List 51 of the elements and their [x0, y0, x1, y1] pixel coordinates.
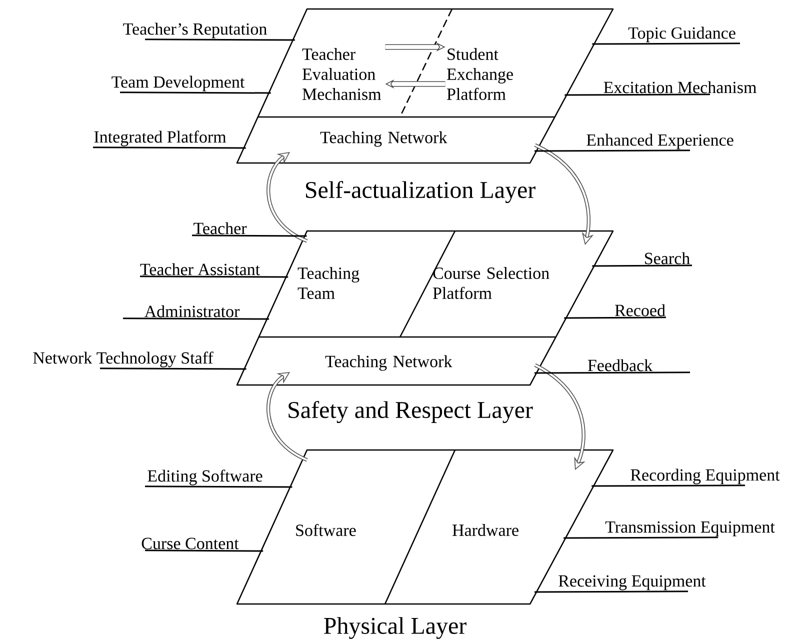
region-label: Student Exchange Platform [447, 48, 513, 100]
curved-arrow [266, 152, 308, 243]
leader-line [534, 150, 690, 152]
layer-title: Safety and Respect Layer [288, 400, 533, 424]
region-label: Teaching Network [320, 131, 448, 147]
leader-line [534, 372, 690, 374]
side-label: Teacher Assistant [140, 263, 260, 276]
leader-line [592, 264, 692, 267]
leader-line [145, 550, 264, 552]
leader-line [123, 318, 269, 320]
side-label: Topic Guidance [628, 26, 736, 42]
side-label: Integrated Platform [94, 130, 226, 146]
layer-title: Physical Layer [324, 617, 466, 639]
layer-title: Self-actualization Layer [306, 180, 536, 204]
leader-line [564, 316, 666, 319]
region-label: Software [296, 524, 356, 536]
leader-line [145, 38, 295, 41]
side-label: Curse Content [142, 538, 239, 550]
side-label: Receiving Equipment [558, 575, 706, 590]
region-label: Teaching Team [298, 267, 360, 299]
curved-arrow [266, 372, 308, 462]
side-label: Teacher’s Reputation [123, 22, 267, 38]
leader-line [100, 368, 246, 370]
leader-line [592, 42, 740, 45]
side-label: Recording Equipment [630, 468, 780, 484]
leader-line [93, 146, 246, 149]
side-label: Recoed [615, 304, 666, 316]
leader-line [120, 92, 271, 94]
leader-line [564, 94, 710, 96]
side-label: Feedback [588, 359, 653, 372]
leader-line [140, 276, 288, 278]
side-label: Excitation Mechanism [604, 81, 756, 94]
side-label: Administrator [144, 305, 240, 318]
side-label: Team Development [112, 76, 245, 92]
leader-line [564, 536, 718, 539]
leader-line [145, 486, 292, 488]
curved-arrow [534, 143, 594, 245]
side-label: Transmission Equipment [605, 521, 775, 536]
side-label: Search [645, 252, 690, 264]
side-label: Enhanced Experience [586, 134, 734, 150]
leader-line [192, 234, 307, 237]
side-label: Teacher [194, 222, 247, 234]
side-label: Network Technology Staff [33, 352, 214, 368]
leader-line [534, 590, 688, 593]
region-label: Hardware [452, 524, 518, 536]
curved-arrow [534, 363, 586, 470]
side-label: Editing Software [148, 470, 262, 486]
leader-line [592, 484, 746, 487]
region-label: Course Selection Platform [433, 267, 550, 299]
region-label: Teaching Network [325, 355, 452, 371]
region-label: Teacher Evaluation Mechanism [302, 48, 382, 100]
